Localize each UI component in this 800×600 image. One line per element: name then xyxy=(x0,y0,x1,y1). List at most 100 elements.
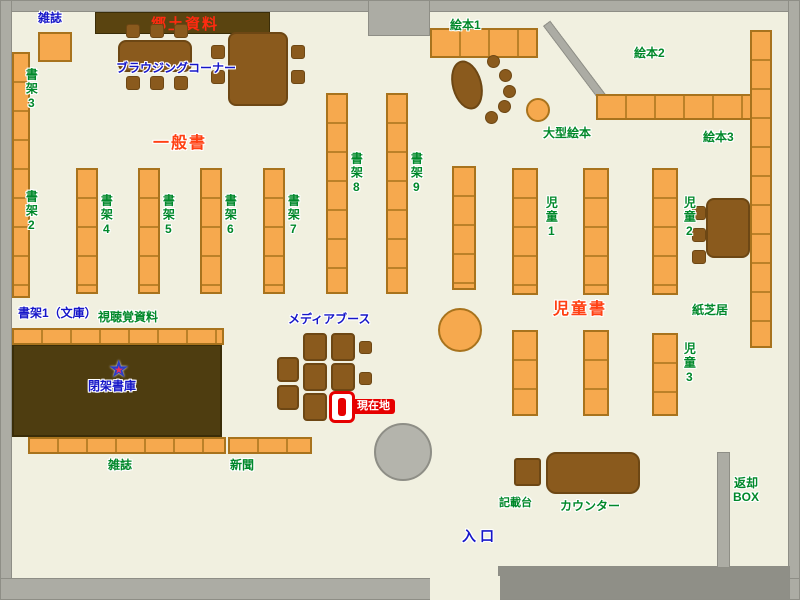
round-table xyxy=(438,308,482,352)
wall-bottom-right-block xyxy=(498,566,790,600)
label-large-picture-books: 大型絵本 xyxy=(543,126,592,140)
wall-left xyxy=(0,0,12,600)
chair xyxy=(126,76,140,90)
shelf-picturebooks2 xyxy=(596,94,752,120)
chair xyxy=(359,341,372,354)
label-kamishibai: 紙芝居 xyxy=(692,303,729,317)
chair xyxy=(503,85,516,98)
wall-returnbox-room xyxy=(717,452,730,568)
label-shelf2: 書架2 xyxy=(24,190,39,234)
counter-desk xyxy=(546,452,640,494)
label-closed-stacks: 閉架書庫 xyxy=(88,379,137,393)
media-booth-cell xyxy=(277,385,299,410)
label-shelf4: 書架4 xyxy=(99,194,114,238)
label-browsing-corner: ブラウジングコーナー xyxy=(116,61,237,75)
chair xyxy=(126,24,140,38)
storytime-bench xyxy=(446,56,488,114)
media-booth-cell xyxy=(331,333,355,361)
label-writing-desk: 記載台 xyxy=(499,497,532,509)
star-icon: ★ ★ xyxy=(108,356,130,383)
label-return-box: 返却 BOX xyxy=(733,476,759,505)
chair xyxy=(291,45,305,59)
label-return-box-line1: 返却 xyxy=(734,476,759,490)
shelf-right-wall xyxy=(750,30,772,348)
label-shelf3: 書架3 xyxy=(24,68,39,112)
label-shelf7: 書架7 xyxy=(286,194,301,238)
label-return-box-line2: BOX xyxy=(733,490,760,505)
large-picturebook-stand xyxy=(526,98,550,122)
star-inner-icon: ★ xyxy=(113,364,124,377)
chair xyxy=(692,228,706,242)
label-picture-books2: 絵本2 xyxy=(634,46,665,60)
chair xyxy=(485,111,498,124)
current-location-pin xyxy=(338,398,346,416)
shelf-6 xyxy=(200,168,222,294)
label-shelf9: 書架9 xyxy=(409,152,424,196)
browsing-table-2 xyxy=(228,32,288,106)
label-newspapers: 新聞 xyxy=(230,458,255,472)
label-audio-visual: 視聴覚資料 xyxy=(98,310,159,324)
label-shelf6: 書架6 xyxy=(223,194,238,238)
label-picture-books3: 絵本3 xyxy=(703,130,734,144)
wall-diagonal xyxy=(543,20,606,100)
shelf-4 xyxy=(76,168,98,294)
chair xyxy=(359,372,372,385)
chair xyxy=(692,250,706,264)
label-general-books: 一般書 xyxy=(153,135,208,152)
shelf-8 xyxy=(326,93,348,294)
entrance-opening xyxy=(430,576,500,600)
label-children1: 児童1 xyxy=(544,196,559,240)
label-children2: 児童2 xyxy=(682,196,697,240)
pillar-top-wall xyxy=(368,0,430,36)
label-children3: 児童3 xyxy=(682,342,697,386)
label-media-booth: メディアブース xyxy=(288,312,371,326)
label-picture-books1: 絵本1 xyxy=(450,18,481,32)
shelf-5 xyxy=(138,168,160,294)
chair xyxy=(498,100,511,113)
shelf-children3 xyxy=(652,333,678,416)
shelf-left-wall xyxy=(12,52,30,298)
shelf-center xyxy=(452,166,476,290)
media-booth-cell xyxy=(331,363,355,391)
label-shelf5: 書架5 xyxy=(161,194,176,238)
pillar-round xyxy=(374,423,432,481)
media-booth-cell xyxy=(303,363,327,391)
chair xyxy=(150,76,164,90)
shelf-children1-lower xyxy=(512,330,538,416)
chair xyxy=(174,24,188,38)
shelf-children2 xyxy=(652,168,678,295)
shelf-newspapers xyxy=(228,437,312,454)
label-children-books: 児童書 xyxy=(553,301,608,318)
children-table xyxy=(706,198,750,258)
chair xyxy=(499,69,512,82)
shelf-audiovisual xyxy=(12,328,224,345)
media-booth-cell xyxy=(303,393,327,421)
current-location-tag: 現在地 xyxy=(352,399,395,414)
closed-stacks-area xyxy=(12,344,222,437)
label-magazines-top: 雑誌 xyxy=(38,11,63,25)
chair xyxy=(150,24,164,38)
shelf-children-mid xyxy=(583,168,609,295)
shelf-picturebooks1 xyxy=(430,28,538,58)
shelf-children-mid-lower xyxy=(583,330,609,416)
chair xyxy=(211,45,225,59)
shelf-9 xyxy=(386,93,408,294)
label-shelf1-bunko: 書架1（文庫） xyxy=(18,306,97,320)
chair xyxy=(291,70,305,84)
label-entrance: 入口 xyxy=(462,528,498,544)
chair xyxy=(211,70,225,84)
chair xyxy=(487,55,500,68)
shelf-children1 xyxy=(512,168,538,295)
chair xyxy=(692,206,706,220)
label-shelf8: 書架8 xyxy=(349,152,364,196)
label-magazines-bottom: 雑誌 xyxy=(108,458,133,472)
media-booth-cell xyxy=(303,333,327,361)
browsing-table-1 xyxy=(118,40,192,72)
wall-right xyxy=(788,0,800,600)
shelf-7 xyxy=(263,168,285,294)
label-counter: カウンター xyxy=(560,499,621,513)
shelf-magazines-bottom xyxy=(28,437,226,454)
chair xyxy=(174,76,188,90)
writing-desk xyxy=(514,458,541,486)
